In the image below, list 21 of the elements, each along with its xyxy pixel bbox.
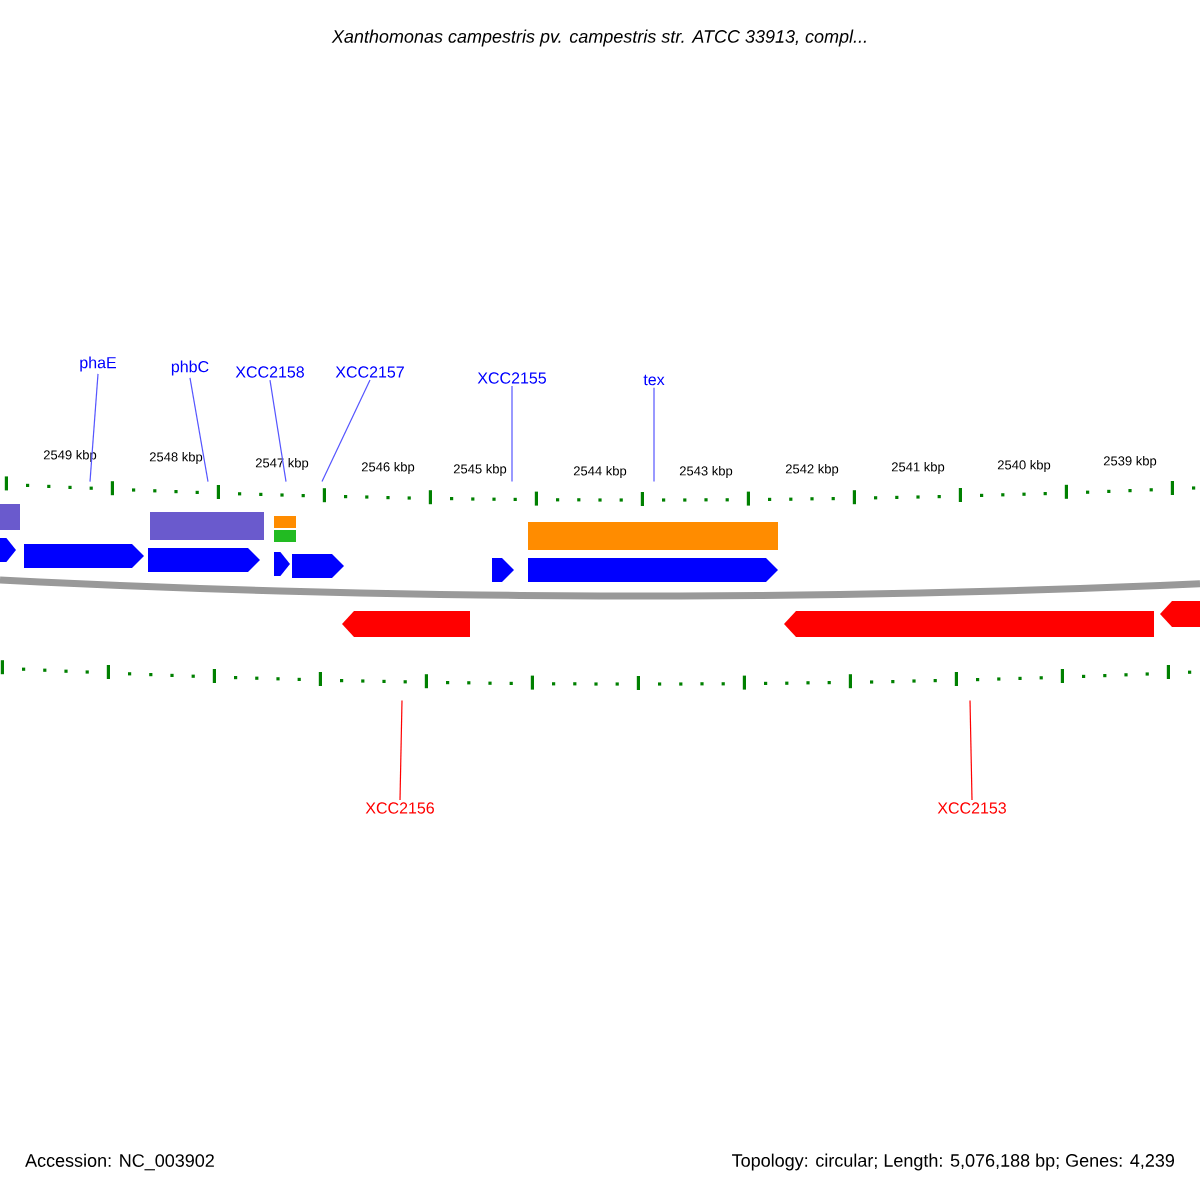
gene-label: XCC2153 xyxy=(937,802,1006,814)
accession-text: Accession: NC_003902 xyxy=(25,1153,214,1171)
leader-line xyxy=(511,385,513,483)
gene-label: tex xyxy=(643,374,665,386)
info-text: Topology: circular; Length: 5,076,188 bp; Genes: 4,239 xyxy=(732,1153,1174,1171)
leader-line xyxy=(969,699,973,801)
ruler-drawing xyxy=(0,660,1192,690)
leader-line xyxy=(399,699,403,801)
gene-label: XCC2155 xyxy=(477,372,546,384)
gene-label: phbC xyxy=(171,360,209,376)
leader-line xyxy=(189,377,209,483)
gene-label: phaE xyxy=(80,356,116,372)
ruler-drawing xyxy=(4,476,1196,506)
gene-label: XCC2157 xyxy=(335,366,404,378)
leader-line xyxy=(269,379,287,483)
leader-line xyxy=(321,379,371,483)
leader-line xyxy=(653,387,655,483)
title: Xanthomonas campestris pv. campestris str. ATCC 33913, compl... xyxy=(331,29,866,47)
leader-line xyxy=(89,373,99,483)
gene-label: XCC2158 xyxy=(235,366,304,378)
gene-label: XCC2156 xyxy=(365,802,434,814)
